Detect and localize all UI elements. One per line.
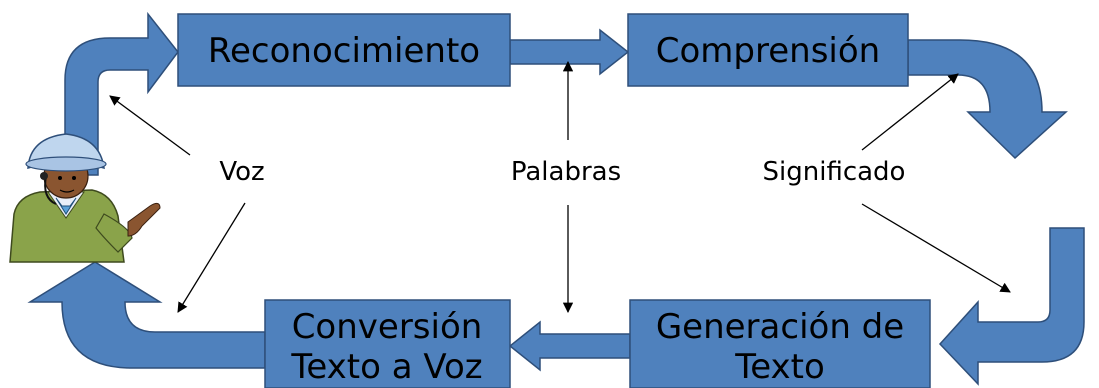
stage-label-tts-line2: Texto a Voz [290,347,482,387]
stage-label-generation-line2: Texto [734,347,825,387]
stage-box-comprehension: Comprensión [627,13,909,87]
stage-box-generation: Generación de Texto [629,299,931,388]
flow-arrow-comprehension-down [907,39,1068,160]
stage-label-recognition: Reconocimiento [208,31,480,71]
thin-arrow-voice-down [177,202,246,313]
label-meaning: Significado [763,157,906,187]
stage-box-recognition: Reconocimiento [177,13,511,87]
thin-arrow-meaning-up [861,73,959,151]
stage-label-generation-line1: Generación de [656,307,904,347]
label-voice: Voz [219,157,264,187]
thin-arrow-meaning-down [861,203,1011,293]
stage-label-comprehension: Comprensión [656,31,880,71]
thin-arrow-voice-up [109,95,191,156]
stage-label-tts-line1: Conversión [292,307,483,347]
stage-box-tts: Conversión Texto a Voz [264,299,511,388]
flow-arrow-generation-to-tts [508,320,631,372]
flow-arrow-to-generation [938,227,1085,386]
label-words: Palabras [511,157,621,187]
flow-arrow-tts-to-user [27,261,266,369]
flow-arrow-recognition-to-comprehension [509,28,630,76]
user-illustration [9,133,161,263]
